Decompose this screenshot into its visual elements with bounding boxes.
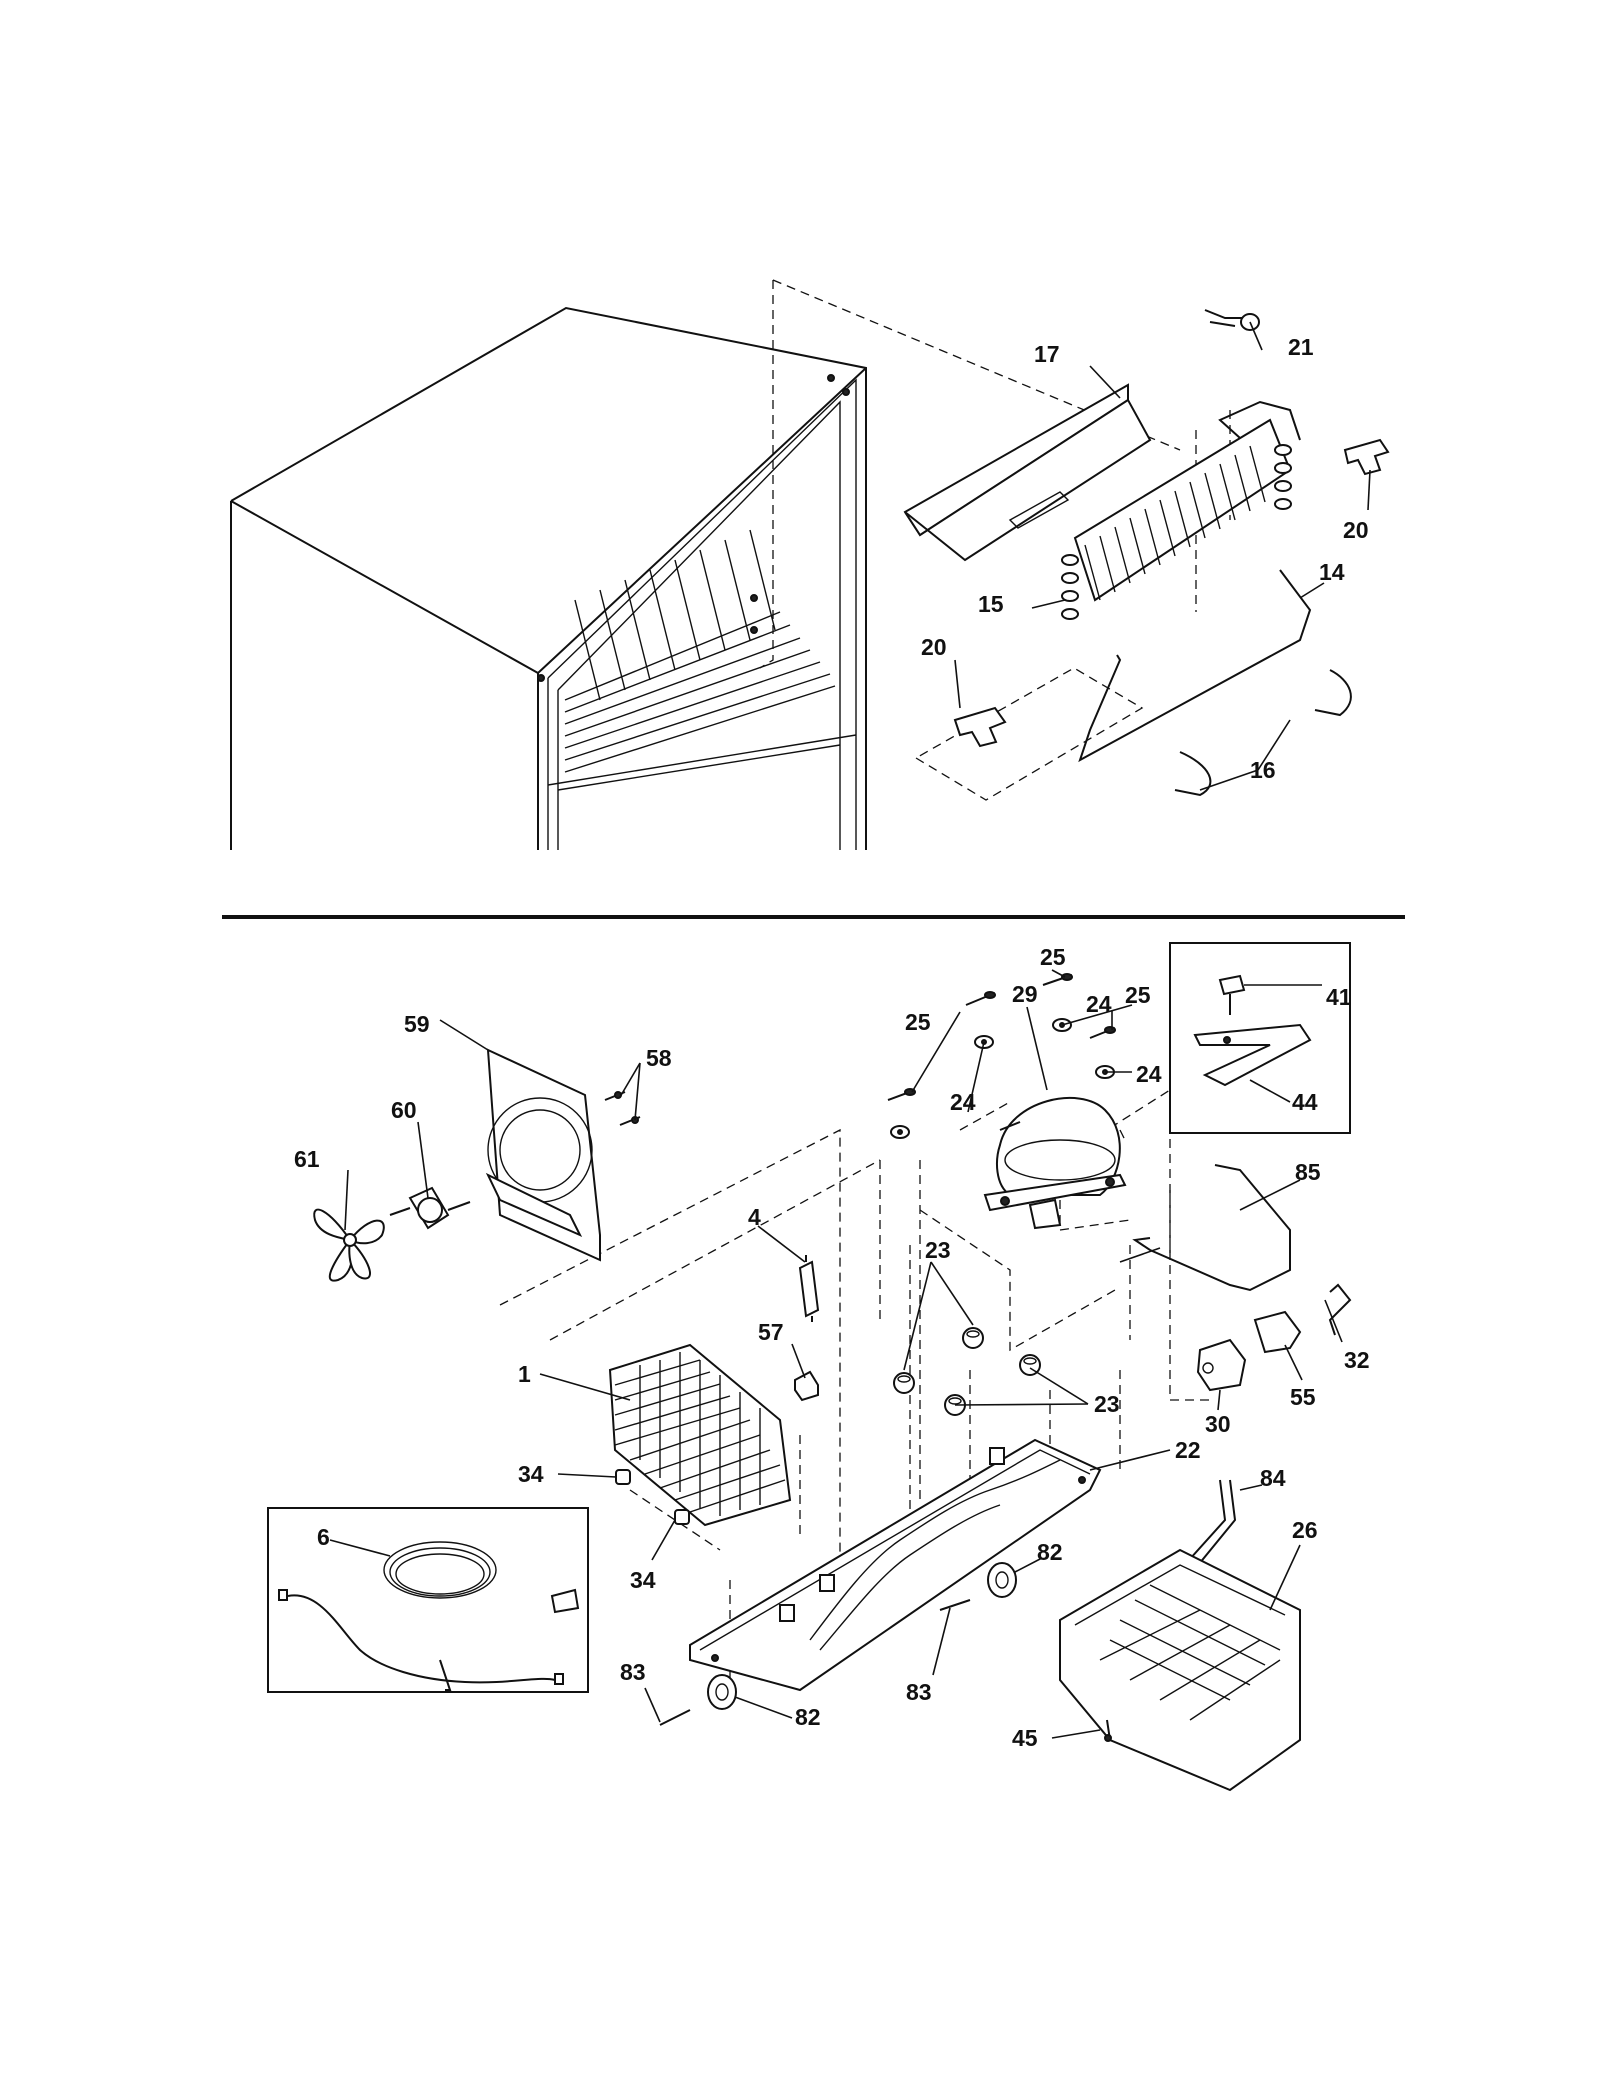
- callout-44: 44: [1292, 1089, 1318, 1115]
- part-26-drain-pan: [1059, 1548, 1301, 1792]
- callout-55: 55: [1290, 1384, 1316, 1410]
- lower-dashed-guides: [499, 1088, 1215, 1700]
- callout-24: 24: [1136, 1061, 1162, 1087]
- inset-box-41-44: [1169, 942, 1351, 1134]
- part-83-screws: [659, 1599, 971, 1726]
- callout-20: 20: [1343, 517, 1369, 543]
- callout-24: 24: [1086, 991, 1112, 1017]
- part-1-evaporator-coil: [608, 1343, 792, 1527]
- part-60-fan-motor: [389, 1186, 471, 1230]
- callout-32: 32: [1344, 1347, 1370, 1373]
- callout-34: 34: [518, 1461, 544, 1487]
- callout-17: 17: [1034, 341, 1060, 367]
- callout-23: 23: [1094, 1391, 1120, 1417]
- callout-41: 41: [1326, 984, 1352, 1010]
- callout-23: 23: [925, 1237, 951, 1263]
- part-20-bracket-left: [953, 706, 1007, 748]
- part-55-relay: [1253, 1310, 1302, 1354]
- callout-14: 14: [1319, 559, 1345, 585]
- callout-61: 61: [294, 1146, 320, 1172]
- upper-leader-lines: [954, 321, 1371, 791]
- part-59-fan-shroud: [485, 1048, 601, 1262]
- part-34-grommets: [615, 1469, 690, 1525]
- callout-30: 30: [1205, 1411, 1231, 1437]
- part-4-drier: [798, 1255, 820, 1322]
- part-85-tube: [1132, 1164, 1291, 1292]
- part-29-compressor: [983, 1096, 1127, 1230]
- part-16-clips: [1174, 669, 1352, 797]
- part-21-drier-tip: [1204, 309, 1260, 331]
- cabinet-grille: [564, 529, 836, 773]
- callout-22: 22: [1175, 1437, 1201, 1463]
- part-61-fan-blade: [313, 1208, 385, 1282]
- callout-29: 29: [1012, 981, 1038, 1007]
- part-25-clips: [887, 973, 1116, 1101]
- part-57-clip: [794, 1370, 819, 1402]
- lower-leader-lines: [329, 969, 1343, 1739]
- callout-20: 20: [921, 634, 947, 660]
- part-45-screw: [1104, 1719, 1112, 1742]
- callout-83: 83: [620, 1659, 646, 1685]
- callout-4: 4: [748, 1204, 761, 1230]
- refrigerator-cabinet: [230, 306, 867, 850]
- part-58-screws: [604, 1091, 641, 1126]
- callout-25: 25: [905, 1009, 931, 1035]
- callout-6: 6: [317, 1524, 330, 1550]
- callout-45: 45: [1012, 1725, 1038, 1751]
- part-17-drip-tray: [903, 383, 1152, 562]
- callout-57: 57: [758, 1319, 784, 1345]
- part-32-cover: [1328, 1283, 1352, 1336]
- callout-24: 24: [950, 1089, 976, 1115]
- part-20-bracket-right: [1343, 438, 1390, 476]
- part-82-feet: [707, 1562, 1017, 1710]
- callout-84: 84: [1260, 1465, 1286, 1491]
- callout-82: 82: [795, 1704, 821, 1730]
- callout-58: 58: [646, 1045, 672, 1071]
- part-23-grommets: [893, 1327, 1041, 1416]
- callout-25: 25: [1040, 944, 1066, 970]
- callout-85: 85: [1295, 1159, 1321, 1185]
- callout-25: 25: [1125, 982, 1151, 1008]
- callout-60: 60: [391, 1097, 417, 1123]
- callout-labels: 21 17 20 14 15 20 16 25 25 41 24 25 29 2…: [294, 334, 1370, 1751]
- callout-26: 26: [1292, 1517, 1318, 1543]
- callout-1: 1: [518, 1361, 531, 1387]
- part-30-overload: [1196, 1338, 1247, 1392]
- callout-82: 82: [1037, 1539, 1063, 1565]
- callout-83: 83: [906, 1679, 932, 1705]
- part-14-tube: [1078, 569, 1312, 763]
- callout-15: 15: [978, 591, 1004, 617]
- part-15-condenser-coil: [1061, 400, 1301, 620]
- callout-34: 34: [630, 1567, 656, 1593]
- inset-box-6-power-cord: [267, 1507, 589, 1693]
- part-22-base-plate: [689, 1438, 1102, 1692]
- callout-21: 21: [1288, 334, 1314, 360]
- callout-59: 59: [404, 1011, 430, 1037]
- callout-16: 16: [1250, 757, 1276, 783]
